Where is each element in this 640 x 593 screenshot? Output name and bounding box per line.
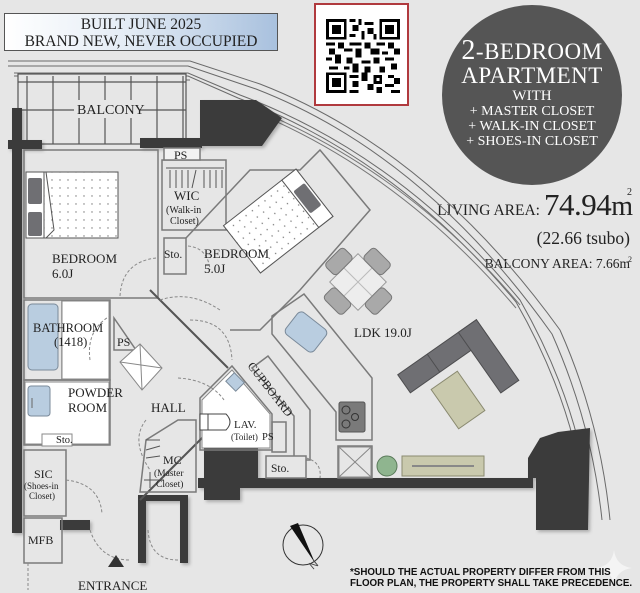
ps-lav-label: PS: [262, 432, 274, 443]
area-info: LIVING AREA: 74.94m2 (22.66 tsubo) BALCO…: [437, 176, 633, 276]
wic-sublabel-1: (Walk-in: [166, 205, 201, 216]
tv-board-icon: [401, 455, 485, 477]
sic-sublabel-2: Closet): [29, 491, 55, 501]
bathroom-label: BATHROOM: [33, 321, 103, 335]
badge-title-line-2: APARTMENT: [461, 63, 603, 88]
rug-icon: [430, 370, 486, 430]
bed-1-icon: [25, 171, 119, 239]
shower-icon: [119, 343, 163, 391]
badge-feature-shoes-in-closet: + SHOES-IN CLOSET: [466, 134, 598, 149]
structural-walls: [8, 100, 590, 563]
entrance-label: ENTRANCE: [78, 578, 147, 593]
ps-bath-label: PS: [117, 335, 130, 349]
mc-sublabel-1: (Master: [154, 468, 184, 479]
balcony-area-row: BALCONY AREA: 7.66m2: [437, 248, 632, 276]
bathtub-icon: [27, 303, 59, 371]
bedroom-label: -BEDROOM: [475, 39, 603, 64]
mfb-label: MFB: [28, 533, 53, 547]
balcony-area-superscript: 2: [628, 255, 632, 264]
built-date-banner: BUILT JUNE 2025 BRAND NEW, NEVER OCCUPIE…: [4, 13, 278, 51]
lav-label: LAV.: [234, 419, 257, 431]
hall-label: HALL: [151, 400, 186, 415]
bedroom-2-size: 5.0J: [204, 261, 225, 276]
sofa-icon: [397, 319, 520, 394]
ps-top-label: PS: [174, 148, 187, 162]
compass-north-label: N: [307, 558, 321, 572]
sic-sublabel-1: (Shoes-in: [24, 481, 59, 491]
compass-icon: N: [282, 523, 324, 572]
bath-fixtures: [27, 303, 328, 417]
sic-label: SIC: [34, 467, 53, 481]
balcony-glazing: [261, 111, 521, 309]
powder-room-label: POWDER: [68, 385, 123, 400]
lav-sink-icon: [225, 372, 245, 392]
closet-hanger-rail: [144, 167, 224, 488]
disclaimer-line-2: FLOOR PLAN, THE PROPERTY SHALL TAKE PREC…: [350, 578, 633, 589]
living-area-row: LIVING AREA: 74.94m2: [437, 176, 633, 228]
mc-sublabel-2: Closet): [156, 479, 183, 490]
balcony-area-value: 7.66: [595, 256, 620, 271]
living-area-label: LIVING AREA:: [437, 202, 540, 219]
badge-feature-master-closet: + MASTER CLOSET: [469, 104, 595, 119]
disclaimer-line-1: *SHOULD THE ACTUAL PROPERTY DIFFER FROM …: [350, 567, 611, 578]
ldk-label: LDK 19.0J: [354, 325, 412, 340]
bathroom-size: (1418): [54, 335, 87, 349]
bedroom-2-sto-label: Sto.: [164, 249, 182, 261]
balcony-area-label: BALCONY AREA:: [484, 256, 593, 271]
powder-sto-label: Sto.: [56, 435, 73, 446]
sparkle-icon: [596, 550, 632, 586]
bedroom-1-label: BEDROOM: [52, 251, 117, 266]
interior-walls: [23, 147, 373, 564]
kitchen-sink-icon: [284, 311, 328, 353]
bedroom-1-size: 6.0J: [52, 266, 73, 281]
stove-icon: [338, 401, 366, 433]
qr-code-icon: [326, 19, 400, 93]
door-swings: [27, 245, 321, 590]
sto-lav-label: Sto.: [271, 463, 289, 475]
qr-code[interactable]: [314, 3, 409, 106]
refrigerator-icon: [338, 446, 372, 478]
lav-sublabel: (Toilet): [231, 432, 258, 442]
banner-line-1: BUILT JUNE 2025: [80, 16, 202, 33]
badge-feature-walk-in-closet: + WALK-IN CLOSET: [468, 119, 596, 134]
wic-label: WIC: [174, 188, 199, 203]
banner-line-2: BRAND NEW, NEVER OCCUPIED: [24, 33, 258, 50]
washbasin-icon: [27, 385, 51, 417]
apartment-summary-badge: 2-BEDROOM APARTMENT WITH + MASTER CLOSET…: [442, 5, 622, 185]
powder-room-label-2: ROOM: [68, 400, 107, 415]
badge-with: WITH: [512, 88, 552, 104]
toilet-icon: [199, 413, 231, 431]
badge-title-line-1: 2-BEDROOM: [442, 35, 622, 66]
wic-sublabel-2: Closet): [170, 216, 199, 227]
bedroom-count: 2: [461, 35, 476, 66]
bedroom-2-label: BEDROOM: [204, 246, 269, 261]
balcony-area-unit: m: [619, 256, 630, 271]
mc-label: MC: [163, 453, 182, 467]
bed-2-icon: [222, 168, 334, 274]
tsubo-value: (22.66 tsubo): [536, 228, 630, 248]
balcony-label: BALCONY: [77, 103, 145, 118]
plant-icon: [376, 455, 398, 477]
living-area-superscript: 2: [627, 187, 632, 198]
living-area-value: 74.94: [543, 187, 612, 222]
disclaimer: *SHOULD THE ACTUAL PROPERTY DIFFER FROM …: [350, 567, 633, 589]
entrance-marker-icon: [108, 555, 124, 567]
dining-set-icon: [323, 247, 393, 315]
living-area-unit: m: [611, 191, 633, 222]
